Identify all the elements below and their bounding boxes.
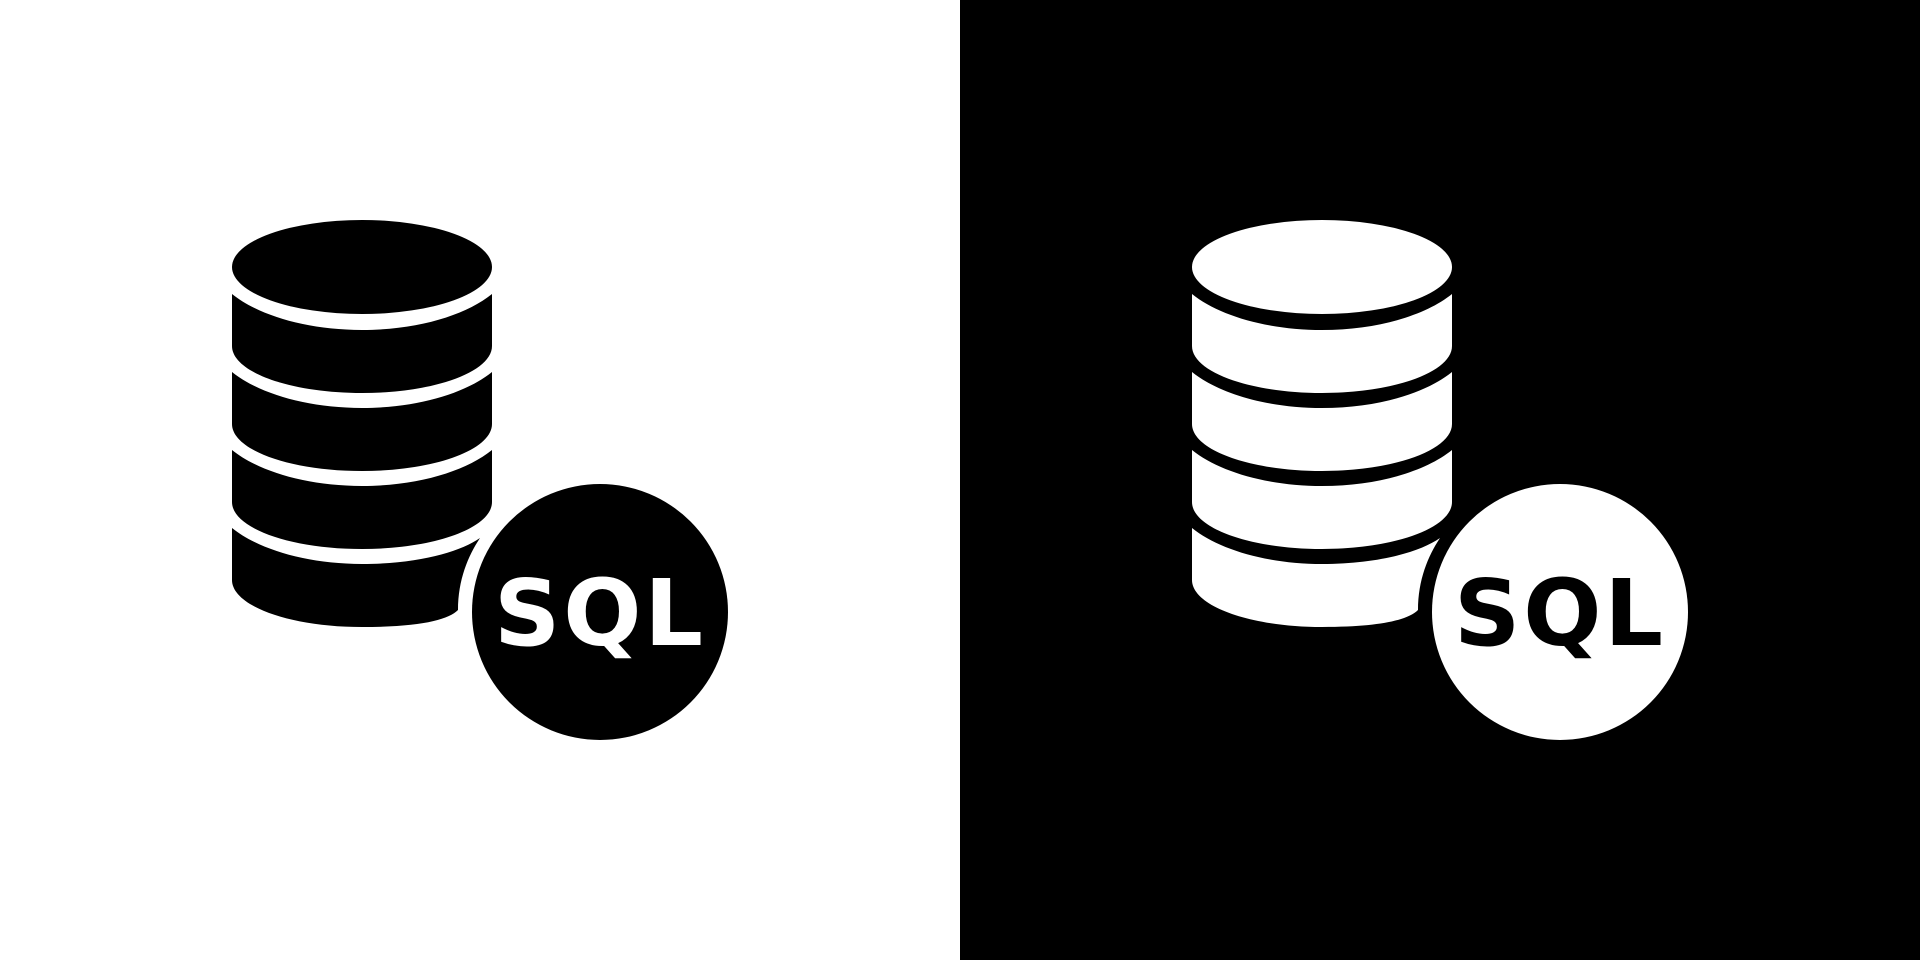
database-layer-2 <box>1192 372 1452 471</box>
database-layer-3 <box>232 450 492 549</box>
database-layer-1 <box>232 294 492 393</box>
database-sql-icon: SQL <box>960 0 1920 960</box>
sql-badge-circle <box>1432 484 1688 740</box>
database-layer-2 <box>232 372 492 471</box>
database-layer-4 <box>1192 528 1440 627</box>
database-layer-4 <box>232 528 480 627</box>
database-layer-3 <box>1192 450 1452 549</box>
database-layer-1 <box>1192 294 1452 393</box>
sql-badge-circle <box>472 484 728 740</box>
sql-badge-label: SQL <box>494 560 706 667</box>
database-top-disk <box>232 220 492 314</box>
light-panel: SQL <box>232 220 728 740</box>
dark-panel: SQL <box>960 0 1920 960</box>
database-sql-icon: SQL <box>232 220 728 740</box>
database-top-disk <box>1192 220 1452 314</box>
sql-badge-label: SQL <box>1454 560 1666 667</box>
